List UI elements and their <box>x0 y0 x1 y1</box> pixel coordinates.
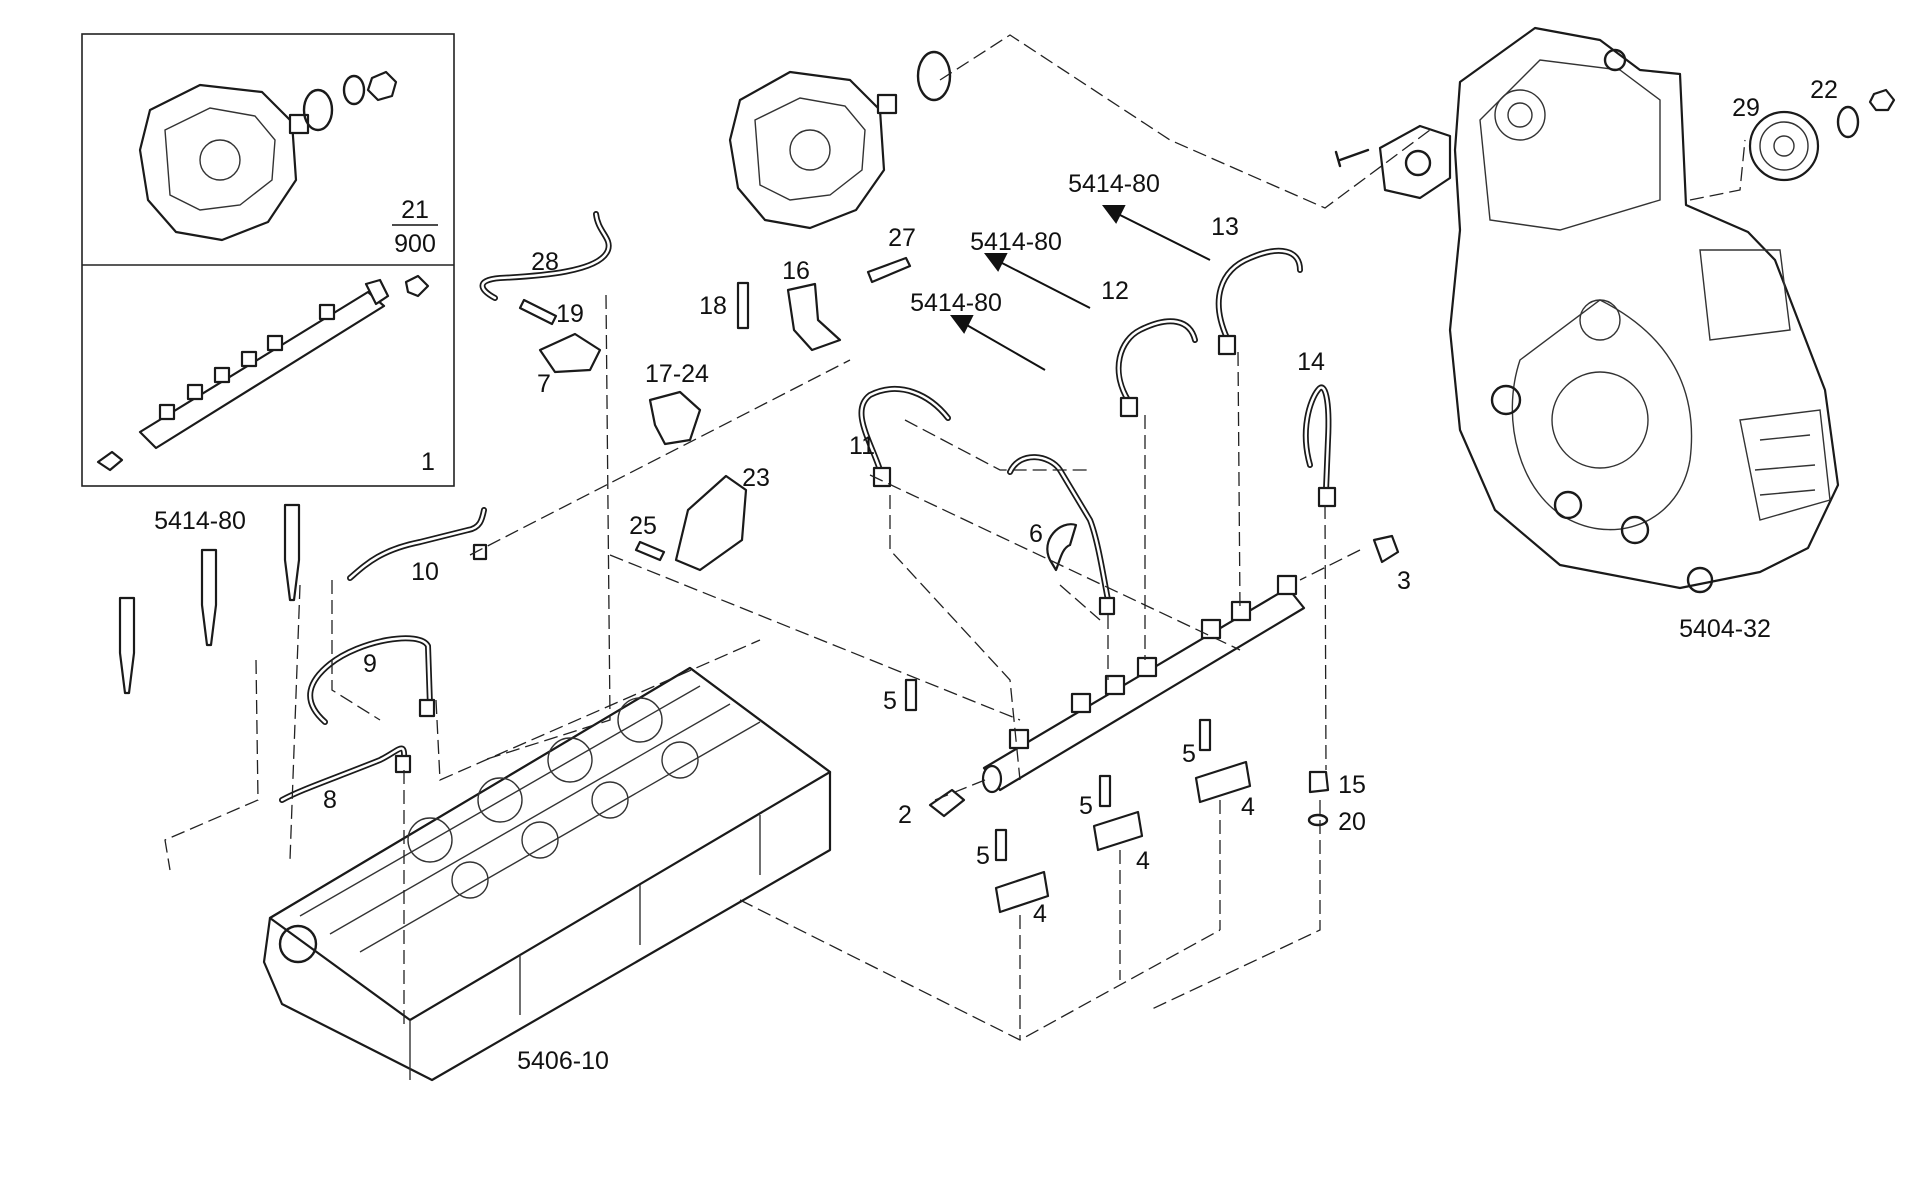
label-900: 900 <box>394 230 436 258</box>
small-parts <box>518 256 1400 914</box>
leader-lines <box>164 34 1746 1041</box>
label-22: 22 <box>1810 76 1838 104</box>
label-11: 11 <box>849 432 875 460</box>
label-13: 13 <box>1211 213 1239 241</box>
inset-rail <box>96 274 430 472</box>
label-18: 18 <box>699 292 727 320</box>
timing-cover <box>1448 26 1840 594</box>
label-12: 12 <box>1101 277 1129 305</box>
label-15: 15 <box>1338 771 1366 799</box>
label-5b: 5 <box>1182 740 1196 768</box>
label-5414-80-a: 5414-80 <box>1068 170 1160 198</box>
label-28: 28 <box>531 248 559 276</box>
label-1: 1 <box>421 448 435 476</box>
inset-pump-fraction: 21 900 <box>392 196 438 258</box>
inset-pump <box>138 70 398 242</box>
label-16: 16 <box>782 257 810 285</box>
label-23: 23 <box>742 464 770 492</box>
label-19: 19 <box>556 300 584 328</box>
label-5d: 5 <box>976 842 990 870</box>
label-9: 9 <box>363 650 377 678</box>
label-7: 7 <box>537 370 551 398</box>
label-4c: 4 <box>1033 900 1047 928</box>
label-5414-80-b: 5414-80 <box>970 228 1062 256</box>
flange-plate <box>1334 124 1452 200</box>
label-21: 21 <box>401 196 429 224</box>
cylinder-head <box>262 666 832 1082</box>
label-29: 29 <box>1732 94 1760 122</box>
label-5406-10: 5406-10 <box>517 1047 609 1075</box>
label-2: 2 <box>898 801 912 829</box>
label-5404-32: 5404-32 <box>1679 615 1771 643</box>
label-5414-80-c: 5414-80 <box>910 289 1002 317</box>
arrows <box>950 205 1211 371</box>
injectors <box>118 503 301 695</box>
label-14: 14 <box>1297 348 1325 376</box>
label-4a: 4 <box>1241 793 1255 821</box>
callout-labels: 2 3 4 4 4 5 5 5 5 6 7 8 9 10 11 12 13 14… <box>323 76 1838 928</box>
label-5a: 5 <box>883 687 897 715</box>
label-25: 25 <box>629 512 657 540</box>
label-5c: 5 <box>1079 792 1093 820</box>
label-8: 8 <box>323 786 337 814</box>
label-3: 3 <box>1397 567 1411 595</box>
injection-lines <box>279 211 1337 803</box>
gear-29 <box>1748 88 1896 182</box>
label-27: 27 <box>888 224 916 252</box>
label-6: 6 <box>1029 520 1043 548</box>
group-reference-labels: 5404-32 5406-10 5414-80 5414-80 5414-80 … <box>154 170 1771 1075</box>
pump <box>728 50 952 230</box>
label-20: 20 <box>1338 808 1366 836</box>
label-5414-80-d: 5414-80 <box>154 507 246 535</box>
common-rail <box>981 574 1306 794</box>
label-4b: 4 <box>1136 847 1150 875</box>
label-10: 10 <box>411 558 439 586</box>
label-17-24: 17-24 <box>645 360 709 388</box>
inset-box <box>81 33 455 487</box>
